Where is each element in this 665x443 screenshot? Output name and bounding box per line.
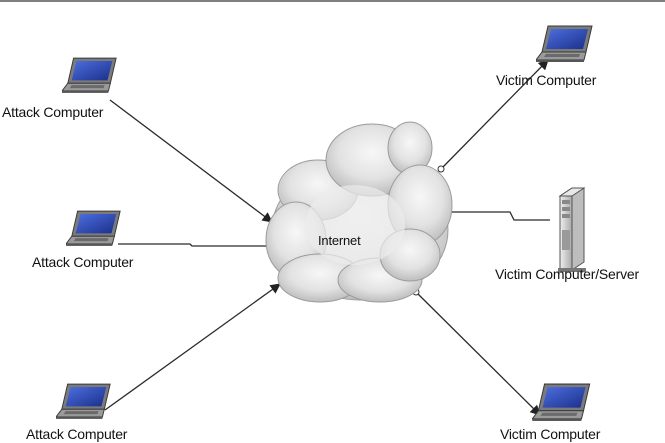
attacker-3-laptop-icon <box>56 383 111 420</box>
victim-1-label: Victim Computer <box>496 72 597 88</box>
connection-victim-3 <box>415 291 541 416</box>
link-node <box>437 165 445 173</box>
victim-2-label: Victim Computer/Server <box>495 266 639 282</box>
cloud-label: Internet <box>318 233 361 248</box>
attacker-3-label: Attack Computer <box>26 426 128 442</box>
server-tower-icon <box>558 187 586 272</box>
victim-3-label: Victim Computer <box>500 426 601 442</box>
victim-1-laptop-icon <box>536 25 593 63</box>
victim-3-laptop-icon <box>532 383 591 422</box>
connections <box>104 59 550 416</box>
connection-attacker-2 <box>118 243 272 247</box>
attacker-2-label: Attack Computer <box>32 254 134 270</box>
connection-victim-2 <box>450 211 550 221</box>
attacker-1-laptop-icon <box>62 57 117 94</box>
connection-victim-1 <box>441 59 549 169</box>
attacker-2-laptop-icon <box>66 210 121 247</box>
attacker-1-label: Attack Computer <box>2 104 104 120</box>
cloud-icon <box>265 121 453 303</box>
connection-attacker-3 <box>104 283 281 411</box>
connection-attacker-1 <box>109 99 273 223</box>
